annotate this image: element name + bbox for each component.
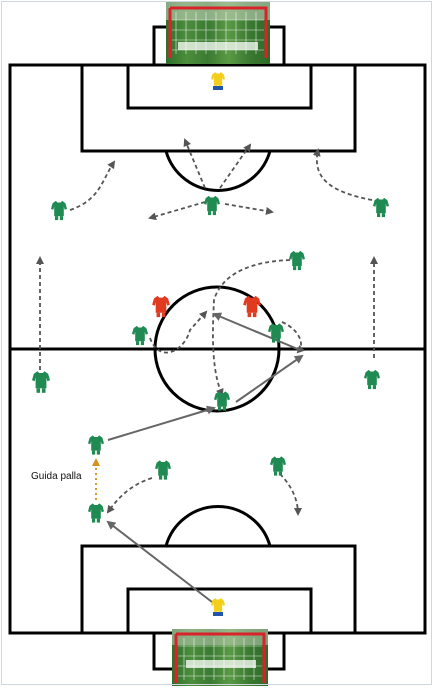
run-arrow [280, 474, 298, 514]
player-jersey-icon [88, 435, 104, 454]
run-arrow [108, 478, 152, 512]
bottom-penalty-arc [166, 507, 270, 546]
dribble-annotation-label: Guida palla [31, 471, 82, 482]
player-jersey-icon [373, 198, 389, 217]
bottom-goal-icon [172, 629, 268, 686]
run-arrow [150, 202, 205, 218]
player-jersey-icon [289, 251, 305, 270]
pass-arrow [214, 314, 300, 350]
opponents [152, 296, 261, 317]
team-players [32, 196, 389, 523]
player-jersey-icon [155, 460, 171, 479]
player-jersey-icon [51, 201, 67, 220]
top-penalty-arc [166, 151, 270, 190]
player-jersey-icon [214, 391, 230, 410]
player-jersey-icon [270, 456, 286, 475]
run-arrow [317, 150, 372, 200]
player-jersey-icon [204, 196, 220, 215]
player-jersey-icon [364, 370, 380, 389]
run-arrow [70, 162, 114, 210]
run-arrows [40, 140, 374, 514]
opponent-jersey-icon [243, 296, 261, 317]
run-arrow [225, 204, 272, 212]
pass-arrow [236, 356, 302, 402]
player-jersey-icon [132, 326, 148, 345]
player-jersey-icon [32, 371, 50, 393]
pitch-lines [10, 27, 425, 669]
player-jersey-icon [88, 503, 104, 522]
top-goal-icon [166, 2, 270, 64]
pass-arrow [108, 408, 214, 440]
